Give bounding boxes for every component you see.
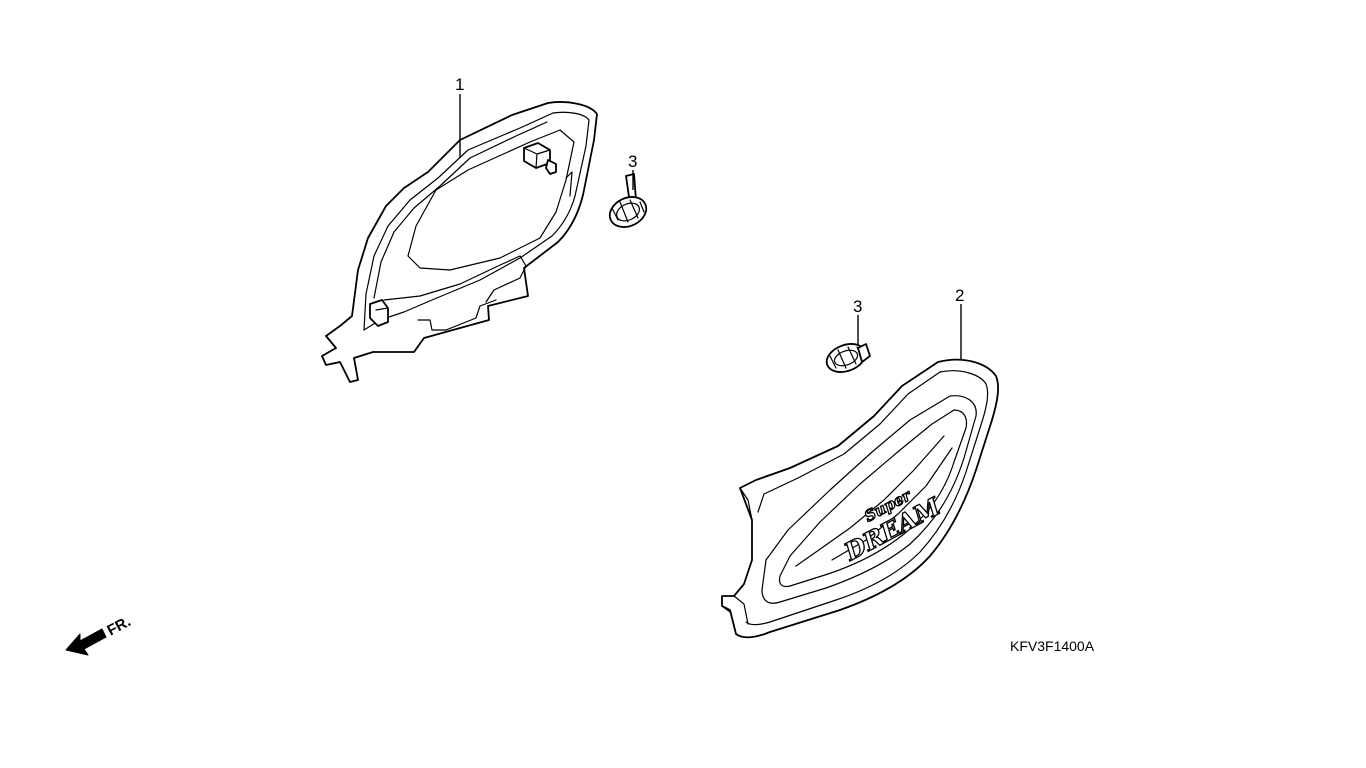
- callout-part-3-upper: 3: [628, 152, 637, 171]
- part-3-grommet-upper: [608, 173, 648, 228]
- part-3-grommet-lower: [825, 343, 871, 373]
- part-2-outer-cover: Super DREAM: [721, 358, 999, 639]
- mounting-pin-upper: [523, 142, 557, 175]
- diagram-code: KFV3F1400A: [1010, 638, 1095, 654]
- callout-part-3-lower: 3: [853, 297, 862, 316]
- front-direction-label: FR.: [104, 613, 133, 639]
- mounting-pin-lower: [369, 299, 389, 327]
- callout-part-1: 1: [455, 75, 464, 94]
- part-1-inner-cover: [321, 101, 598, 383]
- callout-part-2: 2: [955, 286, 964, 305]
- front-direction-arrow-icon: [65, 628, 107, 656]
